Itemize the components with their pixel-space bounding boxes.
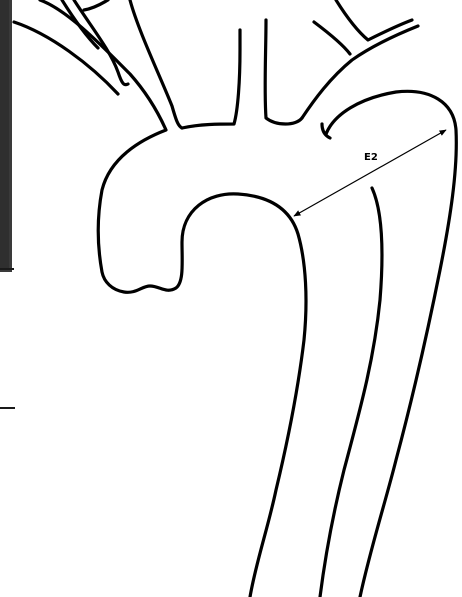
carotid-branch-right-wall	[182, 30, 240, 128]
e2-measurement-label: E2	[364, 152, 378, 163]
subclavian-branch-upper	[314, 22, 350, 54]
brachiocephalic-branch-inner-lower	[74, 0, 128, 85]
subclavian-branch-left-wall	[265, 20, 302, 124]
dissection-flap	[320, 188, 382, 597]
brachiocephalic-branch-left-wall	[14, 22, 118, 94]
descending-aorta-outer-wall	[326, 91, 456, 597]
e2-measurement-line	[294, 130, 446, 216]
brachiocephalic-fork	[84, 0, 108, 10]
